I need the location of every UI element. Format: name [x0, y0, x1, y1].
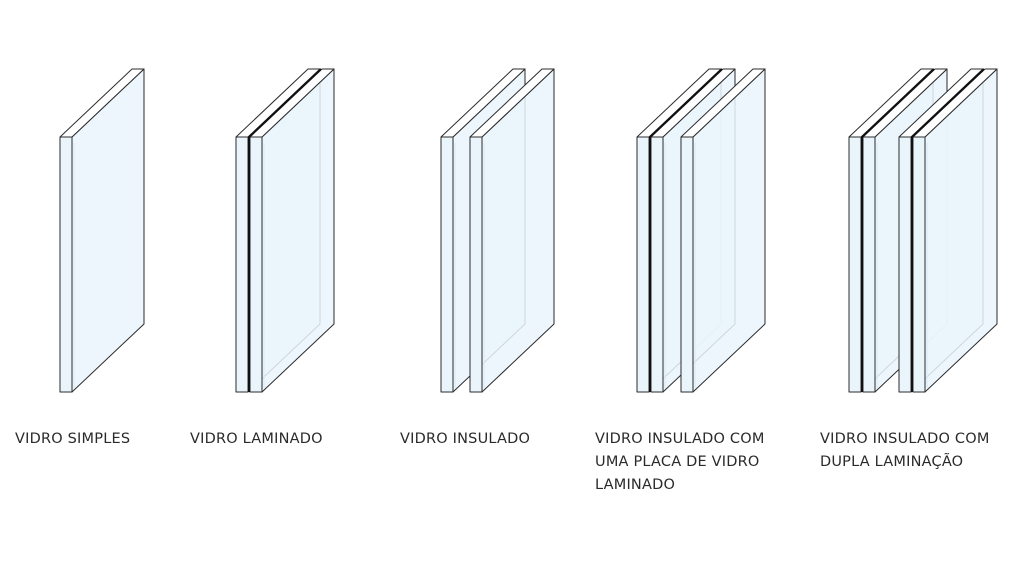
pane-front-edge	[235, 136, 249, 393]
laminate-interlayer	[649, 68, 723, 392]
label-line: UMA PLACA DE VIDRO	[595, 454, 760, 470]
laminate-interlayer	[911, 68, 985, 392]
label-vidro-laminado: VIDRO LAMINADO	[190, 428, 323, 451]
laminate-interlayer	[861, 68, 935, 392]
label-line: LAMINADO	[595, 477, 676, 493]
label-vidro-dupla-laminacao: VIDRO INSULADO COM DUPLA LAMINAÇÃO	[820, 428, 990, 474]
label-line: VIDRO INSULADO COM	[820, 431, 990, 447]
vidro-laminado-illustration	[235, 68, 335, 393]
vidro-insulado-illustration	[440, 68, 555, 393]
pane-front-edge	[59, 136, 73, 393]
pane-front-edge	[898, 136, 912, 393]
label-line: VIDRO INSULADO	[400, 431, 531, 447]
vidro-insulado-laminado-illustration	[636, 68, 766, 393]
vidro-dupla-laminacao-illustration	[848, 68, 998, 393]
label-line: VIDRO INSULADO COM	[595, 431, 765, 447]
pane-front-edge	[680, 136, 694, 393]
vidro-simples-illustration	[59, 68, 145, 393]
label-line: VIDRO LAMINADO	[190, 431, 323, 447]
pane-front-edge	[912, 136, 926, 393]
pane-front-edge	[636, 136, 650, 393]
pane-front-edge	[440, 136, 454, 393]
label-vidro-insulado: VIDRO INSULADO	[400, 428, 530, 451]
laminate-interlayer	[248, 68, 322, 392]
pane-front-edge	[862, 136, 876, 393]
label-line: DUPLA LAMINAÇÃO	[820, 454, 964, 470]
pane-front-edge	[848, 136, 862, 393]
label-vidro-insulado-laminado: VIDRO INSULADO COM UMA PLACA DE VIDRO LA…	[595, 428, 765, 497]
label-line: VIDRO SIMPLES	[15, 431, 131, 447]
pane-front-edge	[469, 136, 483, 393]
pane-front-edge	[249, 136, 263, 393]
pane-front-edge	[650, 136, 664, 393]
label-vidro-simples: VIDRO SIMPLES	[15, 428, 130, 451]
